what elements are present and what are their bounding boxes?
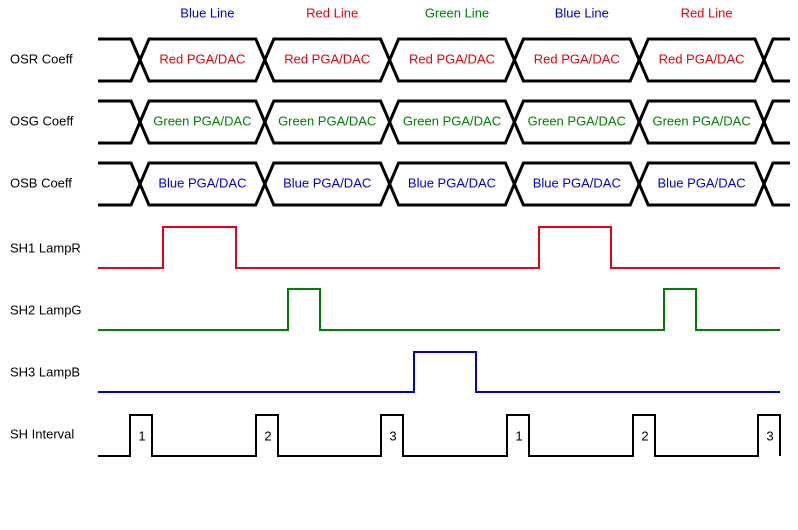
bus-cell-text: Red PGA/DAC — [159, 51, 245, 66]
lamp-row-3 — [98, 351, 780, 393]
line-header-2: Red Line — [306, 5, 358, 20]
line-headers: Blue Line Red Line Green Line Blue Line Red … — [180, 5, 732, 20]
bus-cell-text: Green PGA/DAC — [652, 113, 750, 128]
bus-cell-text: Blue PGA/DAC — [533, 175, 621, 190]
bus-edge-right — [762, 37, 790, 83]
row-label-sh1-lampr: SH1 LampR — [10, 240, 81, 255]
bus-edge-left — [98, 161, 142, 207]
lamp-row-2 — [98, 288, 780, 331]
bus-cell-text: Blue PGA/DAC — [158, 175, 246, 190]
line-header-4: Blue Line — [555, 5, 609, 20]
bus-row-1: Red PGA/DAC Red PGA/DAC Red PGA/DAC Red PGA… — [98, 37, 790, 83]
bus-cell-text: Blue PGA/DAC — [283, 175, 371, 190]
bus-edge-right — [762, 161, 790, 207]
lamp-waveform — [98, 288, 780, 331]
bus-edge-left — [98, 99, 142, 145]
row-label-sh-interval: SH Interval — [10, 426, 74, 441]
interval-number-6: 3 — [766, 428, 773, 443]
lamp-row-1 — [98, 226, 780, 269]
lamp-rows — [98, 226, 780, 393]
bus-rows: Red PGA/DAC Red PGA/DAC Red PGA/DAC Red PGA… — [98, 37, 790, 207]
bus-cell-text: Red PGA/DAC — [659, 51, 745, 66]
row-label-osr-coeff: OSR Coeff — [10, 51, 73, 66]
bus-cell-text: Green PGA/DAC — [278, 113, 376, 128]
bus-edge-right — [762, 99, 790, 145]
interval-number-5: 2 — [641, 428, 648, 443]
line-header-5: Red Line — [681, 5, 733, 20]
row-label-sh2-lampg: SH2 LampG — [10, 302, 82, 317]
row-label-osb-coeff: OSB Coeff — [10, 175, 72, 190]
bus-row-3: Blue PGA/DAC Blue PGA/DAC Blue PGA/DAC Blue… — [98, 161, 790, 207]
bus-cell-text: Red PGA/DAC — [284, 51, 370, 66]
row-label-sh3-lampb: SH3 LampB — [10, 364, 80, 379]
bus-cell-text: Green PGA/DAC — [153, 113, 251, 128]
bus-edge-left — [98, 37, 142, 83]
lamp-waveform — [98, 226, 780, 269]
sh-interval-row: 1 2 3 1 2 3 — [98, 414, 781, 457]
bus-cell-text: Green PGA/DAC — [528, 113, 626, 128]
interval-number-1: 1 — [138, 428, 145, 443]
interval-number-3: 3 — [389, 428, 396, 443]
line-header-1: Blue Line — [180, 5, 234, 20]
bus-cell-text: Blue PGA/DAC — [408, 175, 496, 190]
interval-number-4: 1 — [515, 428, 522, 443]
bus-row-2: Green PGA/DAC Green PGA/DAC Green PGA/DAC G… — [98, 99, 790, 145]
bus-cell-text: Red PGA/DAC — [534, 51, 620, 66]
interval-waveform — [98, 414, 781, 457]
bus-cell-text: Blue PGA/DAC — [658, 175, 746, 190]
lamp-waveform — [98, 351, 780, 393]
bus-cell-text: Red PGA/DAC — [409, 51, 495, 66]
line-header-3: Green Line — [425, 5, 489, 20]
interval-number-2: 2 — [264, 428, 271, 443]
row-label-osg-coeff: OSG Coeff — [10, 113, 74, 128]
bus-cell-text: Green PGA/DAC — [403, 113, 501, 128]
